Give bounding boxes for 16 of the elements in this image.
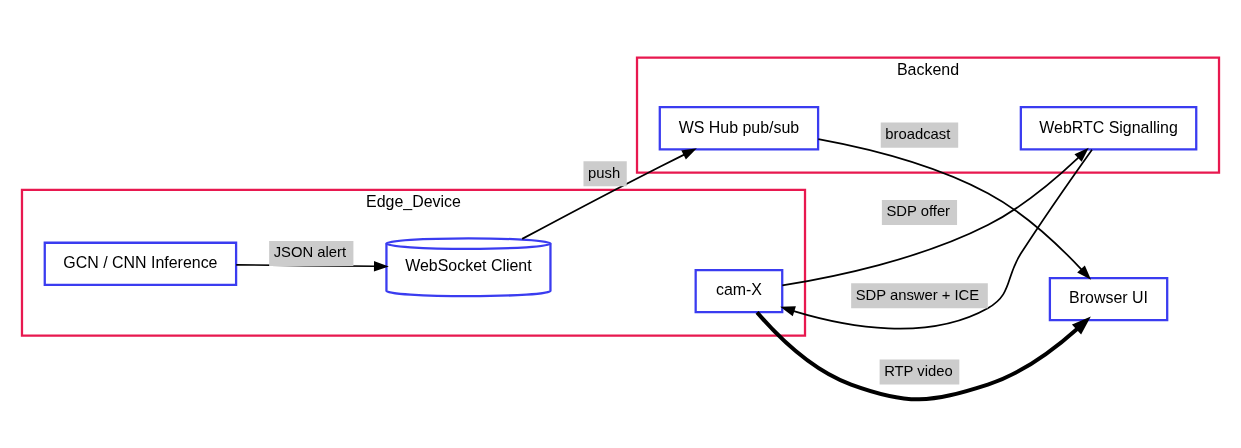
- arrow: [521, 148, 697, 240]
- node-box: WebRTC Signalling: [1019, 106, 1198, 151]
- edge-label: broadcast: [885, 125, 951, 142]
- arrow: [755, 311, 1091, 402]
- node-box: WS Hub pub/sub: [658, 106, 820, 151]
- arrow: [817, 138, 1092, 280]
- edge-label: JSON alert: [273, 244, 347, 261]
- arrow: [781, 147, 1089, 287]
- node-box: GCN / CNN Inference: [43, 241, 238, 287]
- arrow: [780, 148, 1093, 330]
- edge-label: push: [588, 164, 621, 181]
- edge-label: RTP video: [884, 362, 953, 379]
- edge-label: SDP answer + ICE: [855, 286, 980, 303]
- node-box: Browser UI: [1048, 276, 1169, 322]
- edge-label: SDP offer: [886, 203, 951, 220]
- node-box: cam-X: [694, 268, 784, 314]
